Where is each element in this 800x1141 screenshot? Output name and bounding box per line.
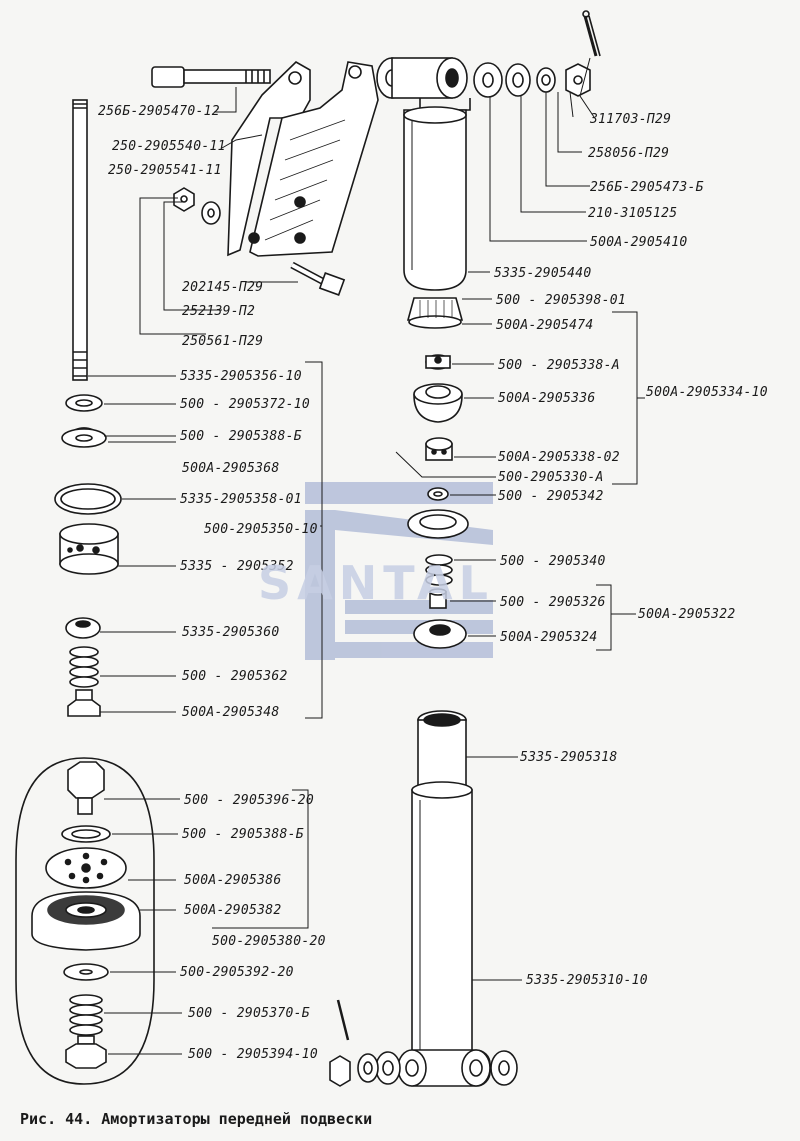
label-500a-2905382: 500А-2905382 (184, 903, 282, 918)
label-5335-2905358-01: 5335-2905358-01 (180, 492, 302, 507)
label-500a-2905338-02: 500А-2905338-02 (498, 450, 620, 465)
label-5335-2905318: 5335-2905318 (520, 750, 618, 765)
top-bushing (473, 62, 503, 98)
top-spacer (536, 67, 556, 93)
upper-shock-body (376, 57, 471, 291)
spring-small (425, 554, 453, 586)
label-500a-2905336: 500А-2905336 (498, 391, 596, 406)
small-bolt (290, 261, 346, 296)
label-500-2905392-20: 500-2905392-20 (180, 965, 294, 980)
label-500-2905326: 500 - 2905326 (500, 595, 606, 610)
large-washer (407, 509, 469, 539)
bearing-1 (65, 394, 103, 412)
watermark-text: SANTAL (258, 556, 494, 610)
seal-ring-b (61, 825, 111, 843)
housing (31, 891, 141, 951)
cap-nut (406, 297, 464, 329)
valve-cap (65, 617, 101, 639)
label-256b-2905473-b: 256Б-2905473-Б (590, 180, 704, 195)
guide-cup (413, 383, 463, 423)
label-500a-2905324: 500А-2905324 (500, 630, 598, 645)
cotter-pin (582, 10, 601, 57)
label-250561-p29: 250561-П29 (182, 334, 264, 349)
label-500a-2905474: 500А-2905474 (496, 318, 594, 333)
label-500a-2905334-10: 500А-2905334-10 (646, 385, 768, 400)
label-500-2905338-a: 500 - 2905338-А (498, 358, 620, 373)
label-500-2905370-b: 500 - 2905370-Б (188, 1006, 310, 1021)
top-washer (505, 63, 531, 97)
label-500-2905398-01: 500 - 2905398-01 (496, 293, 627, 308)
label-500a-2905410: 500А-2905410 (590, 235, 688, 250)
top-bolt (151, 66, 271, 88)
castle-nut (565, 63, 591, 97)
label-5335-2905440: 5335-2905440 (494, 266, 592, 281)
label-202145-p29: 202145-П29 (182, 280, 264, 295)
label-500a-2905322: 500А-2905322 (638, 607, 736, 622)
disk-valve (413, 619, 467, 649)
label-5335-2905310-10: 5335-2905310-10 (526, 973, 648, 988)
small-nut (173, 187, 195, 212)
long-rod (72, 99, 88, 381)
small-washer (201, 201, 221, 225)
label-500-2905362: 500 - 2905362 (182, 669, 288, 684)
label-500-2905340: 500 - 2905340 (500, 554, 606, 569)
label-252139-p2: 252139-П2 (182, 304, 256, 319)
hex-bolt (65, 1035, 107, 1069)
label-500-2905372-10: 500 - 2905372-10 (180, 397, 311, 412)
label-256b-2905470-12: 256Б-2905470-12 (98, 104, 220, 119)
small-piston (429, 588, 447, 609)
small-ring (427, 487, 449, 501)
label-210-3105125: 210-3105125 (588, 206, 678, 221)
detail-outline (15, 757, 155, 1085)
label-500a-2905386: 500А-2905386 (184, 873, 282, 888)
lower-shock-body (329, 710, 518, 1087)
label-500-2905342: 500 - 2905342 (498, 489, 604, 504)
flat-washer (63, 963, 109, 981)
label-500-2905330-a: 500-2905330-А (498, 470, 604, 485)
label-500a-2905348: 500А-2905348 (182, 705, 280, 720)
figure-caption: Рис. 44. Амортизаторы передней подвески (20, 1110, 373, 1128)
valve-body (67, 689, 101, 717)
label-500-2905388-b-2: 500 - 2905388-Б (182, 827, 304, 842)
split-ring (54, 483, 122, 515)
perforated-disc (45, 847, 127, 889)
label-500-2905394-10: 500 - 2905394-10 (188, 1047, 319, 1062)
label-500-2905396-20: 500 - 2905396-20 (184, 793, 315, 808)
label-5335-2905360: 5335-2905360 (182, 625, 280, 640)
spring-left (69, 646, 99, 688)
bearing-2 (61, 428, 107, 448)
label-500-2905380-20: 500-2905380-20 (212, 934, 326, 949)
piston-block (59, 523, 119, 575)
leader-lines (88, 57, 645, 1055)
label-500-2905350-10: 500-2905350-10 (204, 522, 318, 537)
bracket (227, 61, 379, 257)
label-311703-p29: 311703-П29 (590, 112, 672, 127)
label-258056-p29: 258056-П29 (588, 146, 670, 161)
spring-detail (69, 994, 103, 1036)
valve-nut (425, 437, 453, 461)
plug (67, 761, 105, 815)
label-250-2905540-11: 250-2905540-11 (112, 139, 226, 154)
label-250-2905541-11: 250-2905541-11 (108, 163, 222, 178)
label-5335-2905352: 5335 - 2905352 (180, 559, 294, 574)
label-500-2905388-b: 500 - 2905388-Б (180, 429, 302, 444)
label-5335-2905356-10: 5335-2905356-10 (180, 369, 302, 384)
small-nut-r (425, 354, 451, 370)
label-500a-2905368: 500А-2905368 (182, 461, 280, 476)
